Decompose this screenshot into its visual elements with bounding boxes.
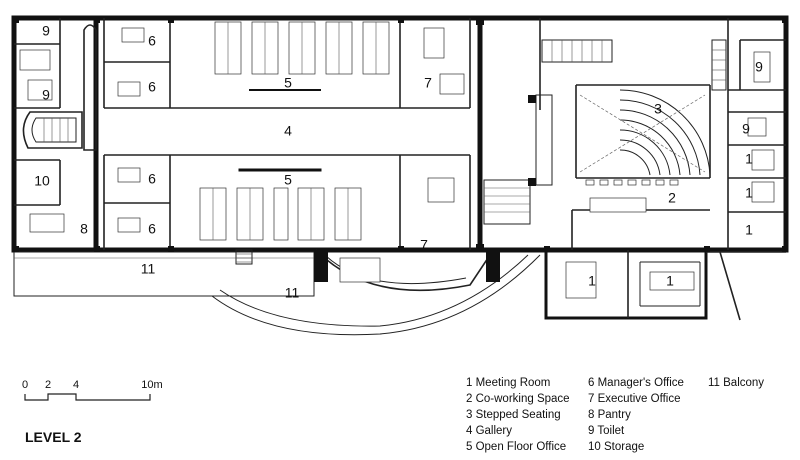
room-furniture [19,27,775,299]
room-label: 11 [285,285,300,301]
room-label: 7 [420,237,428,253]
scale-tick-label: 4 [73,379,79,391]
legend-entry: 5 Open Floor Office [466,441,566,453]
legend-entry: 11 Balcony [708,377,764,389]
level-title: LEVEL 2 [25,429,82,445]
room-legend: 1 Meeting Room 2 Co-working Space 3 Step… [466,377,764,453]
room-label: 1 [745,185,753,201]
room-label: 10 [34,173,50,189]
scale-tick-label: 2 [45,379,51,391]
room-label: 9 [42,23,50,39]
room-label: 9 [42,87,50,103]
room-labels: 9 9 6 6 5 7 4 5 10 6 6 8 7 11 11 3 2 9 9… [34,23,763,301]
room-label: 8 [80,221,88,237]
desk-clusters-north [214,21,390,75]
room-label: 6 [148,221,156,237]
room-label: 6 [148,79,156,95]
room-label: 1 [588,273,596,289]
room-label: 2 [668,190,676,206]
structural-columns [13,17,788,282]
legend-entry: 1 Meeting Room [466,377,550,389]
room-label: 9 [755,59,763,75]
room-label: 5 [284,75,292,91]
legend-entry: 9 Toilet [588,425,625,437]
balconies [13,249,541,336]
interior-partitions [14,15,786,253]
room-label: 7 [424,75,432,91]
scale-tick-label: 0 [22,379,28,391]
legend-entry: 3 Stepped Seating [466,409,561,421]
scale-tick-label: 10m [141,379,162,391]
room-label: 5 [284,172,292,188]
scale-bar: 0 2 4 10m [22,379,163,401]
stepped-seating-tiers [579,89,711,186]
legend-entry: 10 Storage [588,441,644,453]
room-label: 9 [742,121,750,137]
legend-entry: 7 Executive Office [588,393,680,405]
room-label: 1 [666,273,674,289]
legend-entry: 4 Gallery [466,425,512,437]
room-label: 6 [148,171,156,187]
desk-clusters-south [199,187,362,241]
east-staircases [483,39,727,225]
room-label: 1 [745,222,753,238]
legend-entry: 8 Pantry [588,409,631,421]
room-label: 1 [745,151,753,167]
room-label: 3 [654,101,662,117]
room-label: 6 [148,33,156,49]
legend-entry: 6 Manager's Office [588,377,684,389]
room-label: 4 [284,123,292,139]
legend-entry: 2 Co-working Space [466,393,570,405]
south-meeting-pods [544,248,786,321]
room-label: 11 [141,261,156,277]
